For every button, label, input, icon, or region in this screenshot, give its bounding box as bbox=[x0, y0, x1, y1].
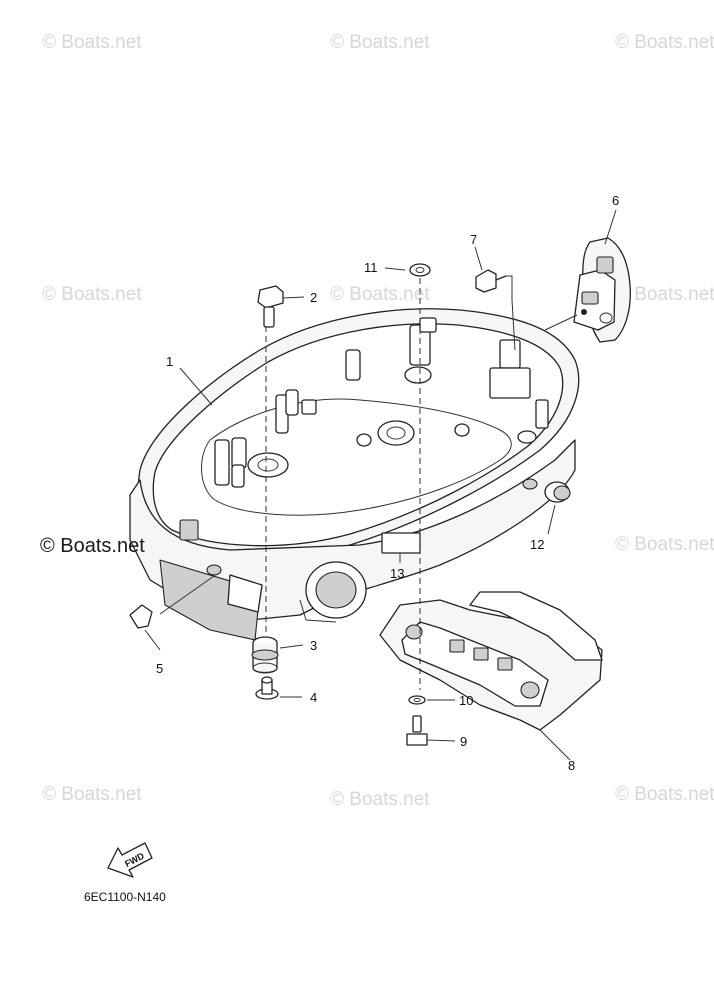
grommet-part-3 bbox=[251, 636, 279, 674]
callout-5: 5 bbox=[156, 661, 163, 676]
nut-part-11 bbox=[409, 263, 431, 277]
watermark: © Boats.net bbox=[615, 534, 714, 555]
watermark-prominent: © Boats.net bbox=[40, 535, 145, 557]
diagram-code: 6EC1100-N140 bbox=[84, 890, 166, 904]
watermark: © Boats.net bbox=[330, 789, 430, 810]
callout-2: 2 bbox=[310, 290, 317, 305]
alignment-lines bbox=[265, 278, 421, 690]
callout-13: 13 bbox=[390, 566, 404, 581]
leader-lines bbox=[144, 209, 617, 761]
bracket-part-6 bbox=[573, 237, 631, 343]
bolt-part-2 bbox=[257, 285, 284, 328]
watermark: © Boats.net bbox=[330, 32, 430, 53]
fwd-arrow-icon: FWD bbox=[107, 842, 153, 878]
callout-10: 10 bbox=[459, 693, 473, 708]
callout-3: 3 bbox=[310, 638, 317, 653]
callout-8: 8 bbox=[568, 758, 575, 773]
watermark: © Boats.net bbox=[330, 284, 430, 305]
bolt-part-9 bbox=[406, 715, 428, 746]
callout-labels: 1 2 3 4 5 6 7 8 9 10 11 12 13 bbox=[156, 193, 619, 773]
callout-1: 1 bbox=[166, 354, 173, 369]
collar-part-4 bbox=[255, 676, 279, 700]
screw-part-7 bbox=[475, 269, 516, 351]
callout-6: 6 bbox=[612, 193, 619, 208]
plate-part-8 bbox=[379, 591, 603, 731]
watermark: © Boats.net bbox=[615, 784, 714, 805]
plug-part-12 bbox=[544, 481, 571, 503]
plug-part-5 bbox=[129, 604, 153, 629]
watermark: © Boats.net bbox=[615, 284, 714, 305]
watermark: © Boats.net bbox=[42, 284, 142, 305]
watermark: © Boats.net bbox=[615, 32, 714, 53]
callout-11: 11 bbox=[364, 260, 378, 275]
callout-7: 7 bbox=[470, 232, 477, 247]
watermark: © Boats.net bbox=[42, 784, 142, 805]
bottom-cowling bbox=[129, 308, 580, 641]
watermark: © Boats.net bbox=[42, 32, 142, 53]
washer-part-10 bbox=[408, 695, 426, 705]
callout-12: 12 bbox=[530, 537, 544, 552]
callout-4: 4 bbox=[310, 690, 317, 705]
callout-9: 9 bbox=[460, 734, 467, 749]
